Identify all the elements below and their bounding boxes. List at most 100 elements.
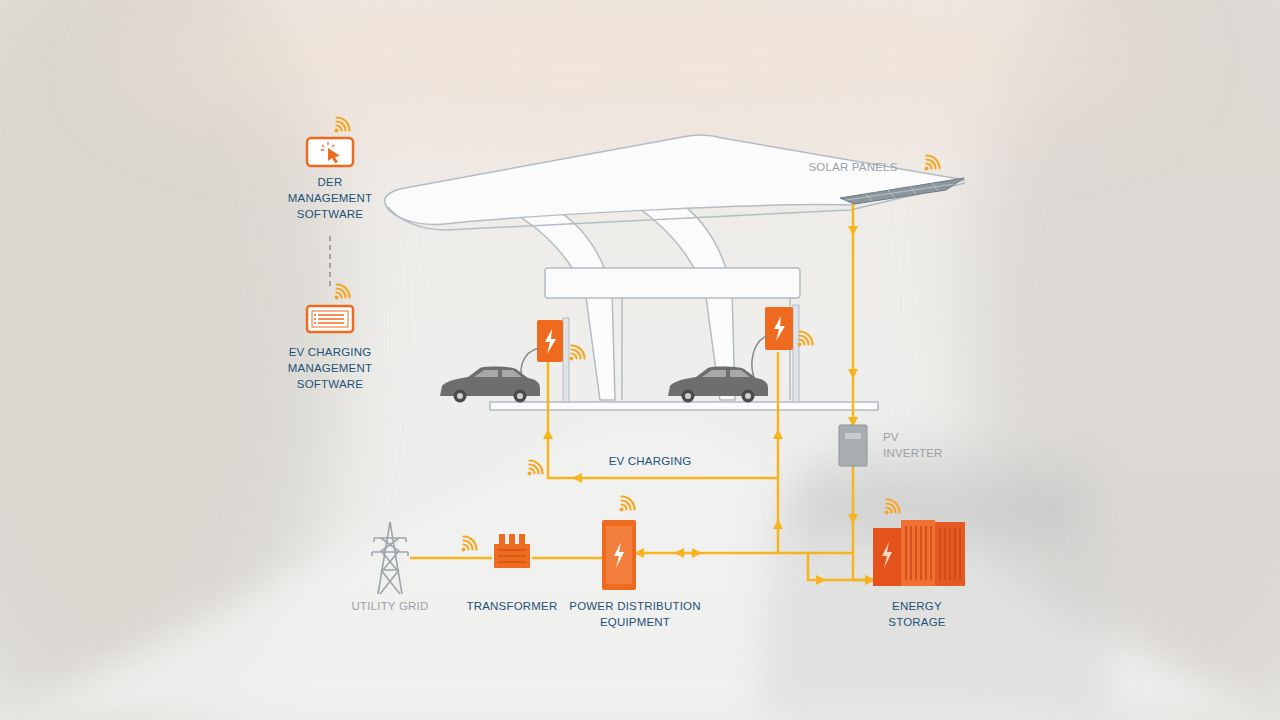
- panel-grid: [846, 183, 954, 201]
- bushing: [499, 534, 505, 545]
- node-shape: [873, 520, 965, 586]
- cabinet-door: [606, 526, 632, 584]
- node-icon: [494, 534, 530, 568]
- node-label-box: ENERGY STORAGE: [877, 598, 957, 630]
- transformer-fins: [498, 550, 526, 562]
- node-icon: [372, 522, 408, 594]
- node-shape: [492, 532, 532, 570]
- node-label: ENERGY STORAGE: [877, 598, 957, 630]
- wireless-icons: [925, 156, 940, 171]
- list-lines: [314, 315, 344, 323]
- pointer-icon: [328, 148, 340, 163]
- touch-rays: [321, 142, 334, 150]
- flow-arrowhead: [773, 519, 783, 529]
- software-node: DER MANAGEMENT SOFTWARE: [285, 118, 375, 236]
- monitor-icon: [307, 306, 353, 332]
- charging-station: [521, 305, 799, 402]
- node-label-box: SOLAR PANELS: [803, 159, 903, 175]
- node-label-box: POWER DISTRIBUTION EQUIPMENT: [555, 598, 715, 630]
- charging-station: [752, 336, 767, 382]
- grid-tower: UTILITY GRID: [370, 520, 410, 596]
- parked-car: [745, 393, 751, 399]
- canopy-structure: [388, 183, 965, 230]
- node-label: POWER DISTRIBUTION EQUIPMENT: [555, 598, 715, 630]
- node-shape: [370, 520, 410, 596]
- parked-car: [682, 390, 695, 403]
- node-icon: [840, 178, 964, 204]
- node-icon: [602, 520, 636, 590]
- transformer-body: [494, 544, 530, 568]
- power-wire: [808, 552, 853, 555]
- background-photo: [120, 0, 1160, 150]
- node-label: UTILITY GRID: [350, 598, 430, 614]
- inverter-panel: [845, 433, 861, 439]
- node-icon: [873, 520, 965, 586]
- node-label-box: DER MANAGEMENT SOFTWARE: [285, 174, 375, 222]
- canopy-structure: [621, 298, 623, 400]
- background-photo: [0, 420, 1280, 720]
- cabinet-body: [602, 520, 636, 590]
- storage-cabinet: ENERGY STORAGE: [873, 520, 965, 586]
- screen-panel: [312, 311, 348, 327]
- charging-station: [793, 305, 799, 402]
- canopy-structure: [545, 268, 800, 298]
- power-line: [852, 204, 855, 425]
- wireless-icons: [335, 285, 350, 300]
- flow-arrowhead: [773, 429, 783, 439]
- node-label: PV INVERTER: [883, 429, 953, 461]
- charging-station: [537, 320, 563, 362]
- charging-station: [774, 316, 785, 341]
- parked-car: [440, 367, 540, 403]
- wireless-icons: [462, 537, 477, 552]
- power-line: [853, 466, 873, 580]
- charging-station: [563, 318, 569, 402]
- charging-station: [545, 329, 556, 354]
- bolt-symbol: [882, 542, 892, 568]
- node-label: DER MANAGEMENT SOFTWARE: [285, 174, 375, 222]
- node-label: TRANSFORMER: [447, 598, 577, 614]
- wireless-icons: [528, 461, 543, 476]
- parked-car: [742, 390, 755, 403]
- bushing: [509, 534, 515, 545]
- vent-stripes: [906, 526, 960, 580]
- wireless-icons: [885, 500, 900, 515]
- node-icon: [307, 306, 353, 332]
- parked-car: [668, 367, 768, 403]
- parked-car: [457, 393, 463, 399]
- wireless-icons: [798, 332, 813, 347]
- flow-arrowhead: [543, 429, 553, 439]
- parked-car: [440, 367, 540, 396]
- bolt-symbol: [614, 542, 624, 568]
- panel-surface: [840, 178, 964, 204]
- node-shape: [839, 425, 867, 466]
- power-line: [636, 553, 873, 580]
- parked-car: [454, 390, 467, 403]
- battery-unit: [873, 528, 901, 586]
- software-node: EV CHARGING MANAGEMENT SOFTWARE: [285, 286, 375, 390]
- parked-car: [514, 390, 527, 403]
- flow-arrowhead: [543, 226, 858, 585]
- dashed-link: [329, 236, 331, 286]
- parked-car: [668, 367, 768, 396]
- node-shape: [602, 520, 636, 590]
- power-wire: [548, 352, 853, 553]
- power-line: [532, 557, 602, 560]
- inverter-box: PV INVERTER: [839, 425, 867, 466]
- node-label-box: UTILITY GRID: [350, 598, 430, 614]
- flow-label: EV CHARGING: [595, 453, 705, 469]
- wireless-icons: [620, 497, 635, 512]
- parked-car: [517, 393, 523, 399]
- wireless-icons: [335, 118, 350, 133]
- parked-car: [685, 393, 691, 399]
- bushing: [519, 534, 525, 545]
- node-label-box: PV INVERTER: [883, 429, 953, 461]
- node-shape: [836, 176, 966, 204]
- parked-car: [702, 370, 750, 377]
- power-line: [410, 557, 492, 560]
- solar-panel: SOLAR PANELS: [836, 176, 966, 204]
- node-label: SOLAR PANELS: [803, 159, 903, 175]
- canopy-structure: [385, 135, 965, 410]
